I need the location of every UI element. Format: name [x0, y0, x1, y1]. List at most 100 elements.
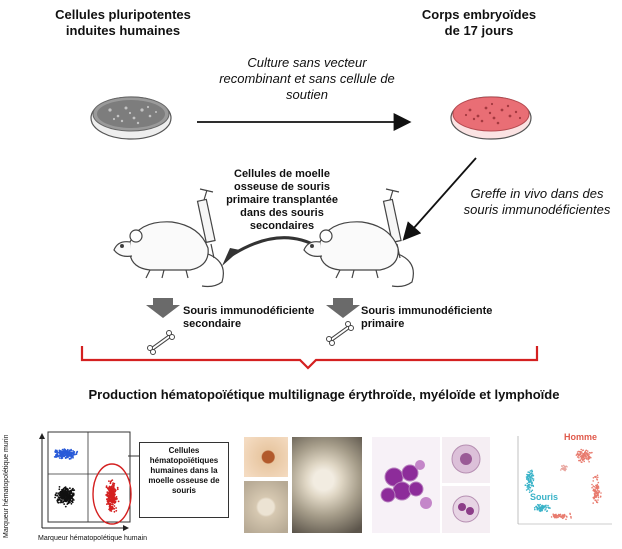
- bone-icon-primary: [326, 321, 354, 346]
- scatter-dot: [68, 450, 71, 453]
- scatter-dot: [540, 506, 542, 508]
- scatter-dot: [531, 489, 534, 492]
- scatter-dot: [69, 453, 72, 455]
- scatter-dot: [65, 495, 68, 498]
- scatter-dot: [530, 476, 532, 478]
- scatter-dot: [57, 496, 60, 498]
- scatter-dot: [113, 507, 116, 510]
- scatter-dot: [584, 452, 586, 454]
- scatter-dot: [64, 488, 67, 491]
- scatter-dot: [75, 453, 78, 455]
- scatter-dot: [564, 514, 566, 517]
- ipsc-petri-dish-icon: [90, 96, 172, 140]
- scatter-dot: [72, 494, 75, 497]
- scatter-dot: [532, 474, 534, 477]
- scatter-dot: [66, 496, 69, 498]
- scatter-dot: [531, 470, 533, 473]
- scatter-dot: [64, 486, 67, 489]
- scatter-dot: [590, 456, 592, 459]
- scatter-dot: [116, 486, 119, 489]
- scatter-dot: [600, 492, 602, 494]
- scatter-dot: [561, 517, 564, 520]
- scatter-dot: [583, 455, 586, 457]
- scatter-dot: [597, 485, 600, 488]
- scatter-dot: [570, 517, 572, 519]
- scatter-dot: [113, 493, 116, 496]
- scatter-dot: [566, 516, 568, 518]
- scatter-dot: [596, 474, 599, 477]
- scatter-dot: [597, 499, 599, 501]
- scatter-dot: [54, 451, 57, 454]
- scatter-dot: [60, 452, 62, 455]
- scatter-dot: [66, 503, 69, 505]
- scatter-dot: [583, 460, 585, 463]
- scatter-dot: [580, 448, 582, 451]
- umap-plot: Homme Souris: [517, 432, 612, 525]
- umap-label-homme: Homme: [564, 432, 597, 442]
- scatter-dot: [67, 494, 69, 497]
- scatter-dot: [560, 467, 563, 470]
- scatter-dot: [117, 500, 120, 503]
- scatter-dot: [530, 490, 533, 493]
- scatter-dot: [111, 489, 114, 492]
- scatter-dot: [72, 450, 74, 452]
- scatter-dot: [553, 514, 555, 517]
- scatter-dot: [591, 483, 593, 486]
- scatter-dot: [62, 490, 65, 493]
- scatter-dot: [106, 498, 108, 500]
- scatter-dot: [57, 499, 60, 502]
- scatter-dot: [561, 514, 564, 517]
- scatter-dot: [528, 477, 530, 479]
- graft-arrow: [402, 157, 477, 241]
- flow-cytometry-plot: [39, 431, 132, 531]
- scatter-dot: [524, 484, 527, 486]
- scatter-dot: [70, 502, 73, 505]
- scatter-dot: [66, 453, 69, 456]
- secondary-mouse-label: Souris immunodéficiente secondaire: [183, 305, 315, 330]
- umap-label-souris: Souris: [530, 492, 558, 502]
- scatter-dot: [70, 457, 72, 460]
- scatter-dot: [112, 503, 114, 506]
- scatter-dot: [528, 491, 531, 493]
- scatter-dot: [61, 488, 63, 491]
- scatter-dot: [599, 496, 602, 498]
- scatter-dot: [115, 507, 117, 509]
- scatter-dot: [105, 486, 108, 489]
- scatter-dot: [113, 505, 116, 507]
- scatter-dot: [109, 480, 112, 483]
- scatter-dot: [544, 506, 547, 508]
- scatter-dot: [576, 453, 579, 455]
- scatter-dot: [539, 503, 541, 506]
- scatter-dot: [594, 492, 597, 494]
- scatter-dot: [72, 487, 74, 490]
- scatter-dot: [596, 483, 599, 486]
- flow-callout-box: Cellules hématopoïétiques humaines dans …: [139, 442, 229, 518]
- scatter-dot: [596, 487, 598, 489]
- scatter-dot: [583, 457, 585, 459]
- scatter-dot: [112, 495, 115, 497]
- scatter-dot: [54, 496, 56, 499]
- scatter-dot: [108, 485, 111, 488]
- scatter-dot: [110, 491, 112, 493]
- scatter-dot: [579, 455, 582, 458]
- mixed-colony-image: [244, 481, 288, 533]
- scatter-dot: [529, 473, 532, 475]
- scatter-dot: [525, 489, 528, 491]
- culture-text: Culture sans vecteur recombinant et sans…: [219, 55, 395, 102]
- scatter-dot: [555, 513, 557, 516]
- scatter-dot: [596, 494, 598, 497]
- scatter-dot: [595, 499, 597, 501]
- scatter-dot: [61, 448, 64, 451]
- primary-mouse-icon: [303, 188, 414, 288]
- scatter-dot: [587, 458, 590, 461]
- scatter-dot: [555, 516, 557, 518]
- scatter-dot: [547, 506, 550, 509]
- scatter-dot: [106, 493, 109, 496]
- scatter-dot: [538, 507, 541, 509]
- scatter-dot: [529, 486, 532, 489]
- scatter-dot: [59, 454, 61, 457]
- scatter-dot: [66, 448, 69, 451]
- scatter-dot: [111, 485, 113, 487]
- scatter-dot: [578, 453, 580, 456]
- bone-marrow-text: Cellules de moelle osseuse de souris pri…: [226, 168, 338, 232]
